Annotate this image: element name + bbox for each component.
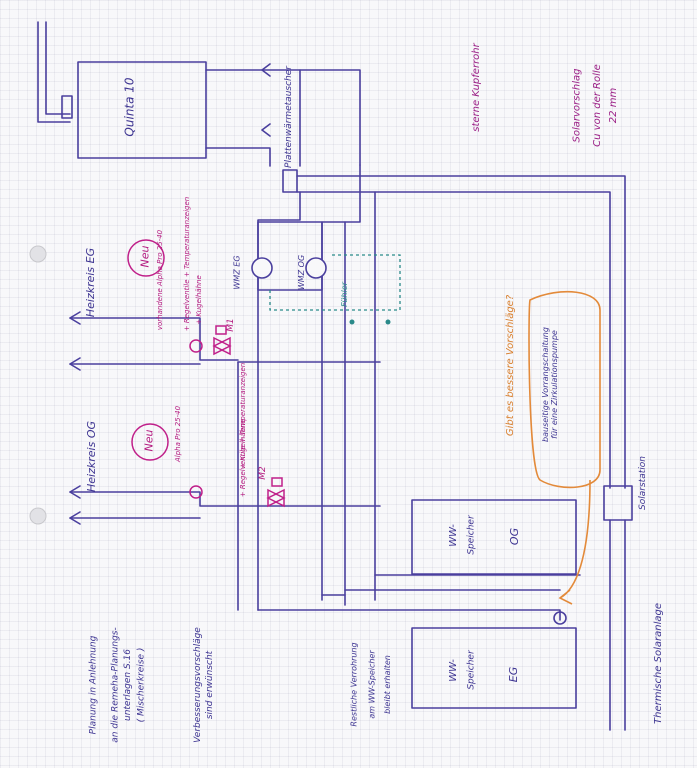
quinta-boiler-box — [77, 61, 207, 159]
circulation-pump-icon — [553, 611, 567, 625]
label-planung-1: Planung in Anlehnung — [88, 635, 99, 735]
label-solar-3: 22 mm — [608, 87, 620, 124]
label-mischer-2: M2 — [257, 466, 268, 480]
label-neu-2: Neu — [142, 429, 156, 452]
label-speicher-og-3: OG — [508, 527, 522, 546]
label-speicher-eg-1: WW- — [447, 659, 459, 682]
solar-station-box — [603, 485, 633, 521]
solar-pipework — [296, 175, 626, 731]
label-speicher-og-2: Speicher — [466, 515, 477, 555]
label-wmz-og: WMZ OG — [297, 254, 307, 291]
wmz-block — [251, 221, 327, 291]
label-plattenwaermetauscher: Plattenwärmetauscher — [283, 66, 294, 168]
neu-badge-2 — [131, 423, 169, 461]
label-wmz-eg: WMZ EG — [232, 255, 242, 290]
sensor-dotted-line — [269, 254, 401, 311]
label-zirk-2: für eine Zirkulationspumpe — [549, 330, 559, 439]
label-planung-4: ( Mischerkreise ) — [136, 647, 147, 723]
label-pump-eg-3: + Kugelhähne — [194, 275, 203, 325]
label-zirk-1: bauseitige Vorrangschaltung — [540, 327, 550, 442]
label-speicher-eg-2: Speicher — [466, 650, 477, 690]
label-planung-6: sind erwünscht — [205, 650, 216, 720]
priority-loop-outline — [528, 290, 601, 489]
label-heizkreis-og: Heizkreis OG — [85, 421, 98, 492]
sensor-dot-2 — [385, 319, 391, 325]
pump-og-icon — [189, 485, 203, 499]
label-planung-2: an die Remeha-Planungs- — [110, 627, 121, 743]
heizkreis-eg-lines — [69, 311, 239, 371]
neu-badge-1 — [127, 239, 165, 277]
plate-heat-exchanger — [282, 169, 298, 193]
pump-eg-icon — [189, 339, 203, 353]
priority-arrow — [558, 479, 591, 605]
flue-pipe — [37, 21, 73, 123]
label-question: Gibt es bessere Vorschläge? — [505, 294, 517, 437]
label-solar-1: Solarvorschlag — [571, 68, 583, 143]
punch-hole-top — [29, 245, 47, 263]
label-pump-og-3: + Kugelhähne — [238, 419, 247, 469]
label-speicher-og-1: WW- — [447, 524, 459, 547]
label-pump-og-1: Alpha Pro 25-40 — [174, 405, 183, 463]
mixer-valve-m1-icon — [212, 325, 232, 356]
label-mischer-1: M1 — [225, 318, 236, 332]
label-thermische-solar: Thermische Solaranlage — [652, 603, 664, 724]
label-fuehler: Fühler — [339, 282, 349, 307]
heizkreis-og-lines — [69, 485, 239, 525]
distribution-pipes — [237, 164, 581, 621]
label-pump-eg-1: vorhandene Alpha Pro 25-40 — [156, 229, 165, 331]
sensor-dot-1 — [349, 319, 355, 325]
ww-speicher-og-box — [411, 499, 577, 575]
label-planung-5: Verbesserungsvorschläge — [192, 627, 203, 743]
punch-hole-bottom — [29, 507, 47, 525]
ww-speicher-eg-box — [411, 627, 577, 709]
label-heizkreis-eg: Heizkreis EG — [84, 247, 98, 318]
label-rueckstand-1: Restliche Verrohrung — [349, 642, 359, 727]
mixer-valve-m2-icon — [266, 477, 286, 508]
label-sterne-kupfer: sterne Kupferrohr — [470, 43, 482, 132]
label-neu-1: Neu — [138, 245, 152, 268]
label-solarstation: Solarstation — [637, 456, 648, 510]
label-quinta: Quinta 10 — [122, 77, 137, 137]
label-speicher-eg-3: EG — [507, 666, 521, 683]
label-pump-eg-2: + Regelventile + Temperaturanzeigen — [183, 196, 192, 332]
label-planung-3: unterlagen S.16 — [123, 648, 134, 722]
boiler-lines — [205, 63, 361, 167]
label-solar-2: Cu von der Rolle — [591, 64, 603, 147]
label-rueckstand-2: am WW-Speicher — [367, 650, 377, 719]
label-rueckstand-3: bleibt erhalten — [382, 655, 392, 714]
